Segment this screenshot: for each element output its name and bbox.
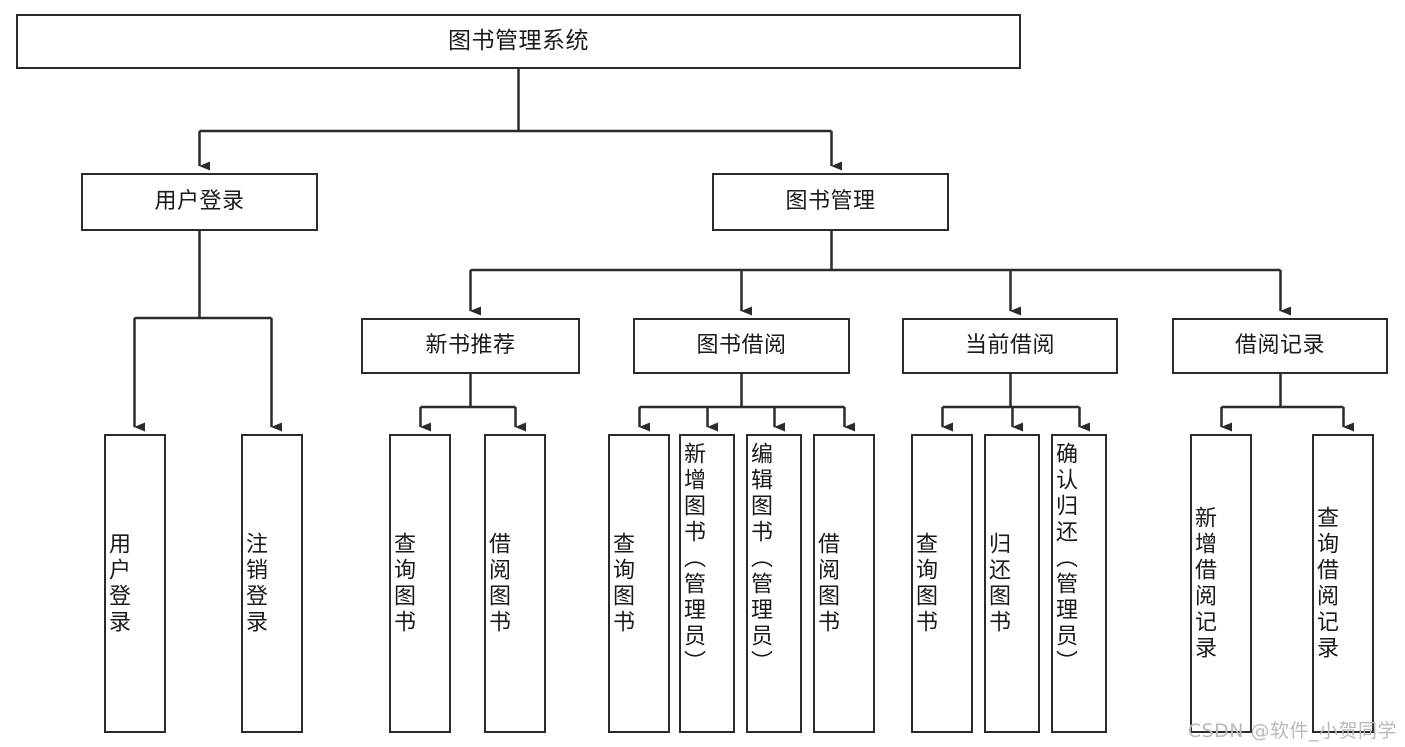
node-book-manage[interactable]: 图书管理 xyxy=(712,173,949,231)
node-leaf-query-book-1[interactable]: 查询图书 xyxy=(389,434,451,733)
node-leaf-return-book-label: 归还图书 xyxy=(985,531,1010,636)
node-leaf-query-book-2[interactable]: 查询图书 xyxy=(608,434,670,733)
node-leaf-query-book-1-label: 查询图书 xyxy=(390,531,415,636)
watermark-text: CSDN @软件_小贺同学 xyxy=(1187,720,1397,742)
node-leaf-add-record[interactable]: 新增借阅记录 xyxy=(1190,434,1252,733)
node-leaf-add-book[interactable]: 新增图书（管理员） xyxy=(679,434,735,733)
node-leaf-borrow-book-1-label: 借阅图书 xyxy=(485,531,510,636)
node-leaf-edit-book-label: 编辑图书（管理员） xyxy=(747,442,772,676)
node-book-manage-label: 图书管理 xyxy=(785,189,876,215)
node-user-login-label: 用户登录 xyxy=(154,189,245,215)
node-leaf-add-book-label: 新增图书（管理员） xyxy=(680,442,705,676)
node-root-label: 图书管理系统 xyxy=(448,28,589,55)
node-new-book-recommend[interactable]: 新书推荐 xyxy=(361,318,580,374)
node-borrow-record[interactable]: 借阅记录 xyxy=(1172,318,1388,374)
node-leaf-confirm-return-label: 确认归还（管理员） xyxy=(1052,442,1077,676)
node-leaf-query-book-3[interactable]: 查询图书 xyxy=(911,434,973,733)
node-leaf-user-login-label: 用户登录 xyxy=(105,531,130,636)
node-leaf-logout-label: 注销登录 xyxy=(242,531,267,636)
node-user-login[interactable]: 用户登录 xyxy=(81,173,318,231)
node-leaf-confirm-return[interactable]: 确认归还（管理员） xyxy=(1051,434,1107,733)
node-leaf-borrow-book-2-label: 借阅图书 xyxy=(814,531,839,636)
node-new-book-recommend-label: 新书推荐 xyxy=(425,333,516,359)
node-leaf-borrow-book-2[interactable]: 借阅图书 xyxy=(813,434,875,733)
node-book-borrow-label: 图书借阅 xyxy=(696,333,787,359)
node-leaf-return-book[interactable]: 归还图书 xyxy=(984,434,1040,733)
node-leaf-logout[interactable]: 注销登录 xyxy=(241,434,303,733)
node-current-borrow-label: 当前借阅 xyxy=(964,333,1055,359)
node-leaf-edit-book[interactable]: 编辑图书（管理员） xyxy=(746,434,802,733)
node-leaf-borrow-book-1[interactable]: 借阅图书 xyxy=(484,434,546,733)
node-current-borrow[interactable]: 当前借阅 xyxy=(902,318,1118,374)
node-leaf-query-record[interactable]: 查询借阅记录 xyxy=(1312,434,1374,733)
node-leaf-add-record-label: 新增借阅记录 xyxy=(1191,505,1216,662)
node-root[interactable]: 图书管理系统 xyxy=(16,14,1021,69)
node-leaf-user-login[interactable]: 用户登录 xyxy=(104,434,166,733)
node-leaf-query-book-2-label: 查询图书 xyxy=(609,531,634,636)
node-book-borrow[interactable]: 图书借阅 xyxy=(633,318,850,374)
node-borrow-record-label: 借阅记录 xyxy=(1234,333,1325,359)
node-leaf-query-book-3-label: 查询图书 xyxy=(912,531,937,636)
node-leaf-query-record-label: 查询借阅记录 xyxy=(1313,505,1338,662)
